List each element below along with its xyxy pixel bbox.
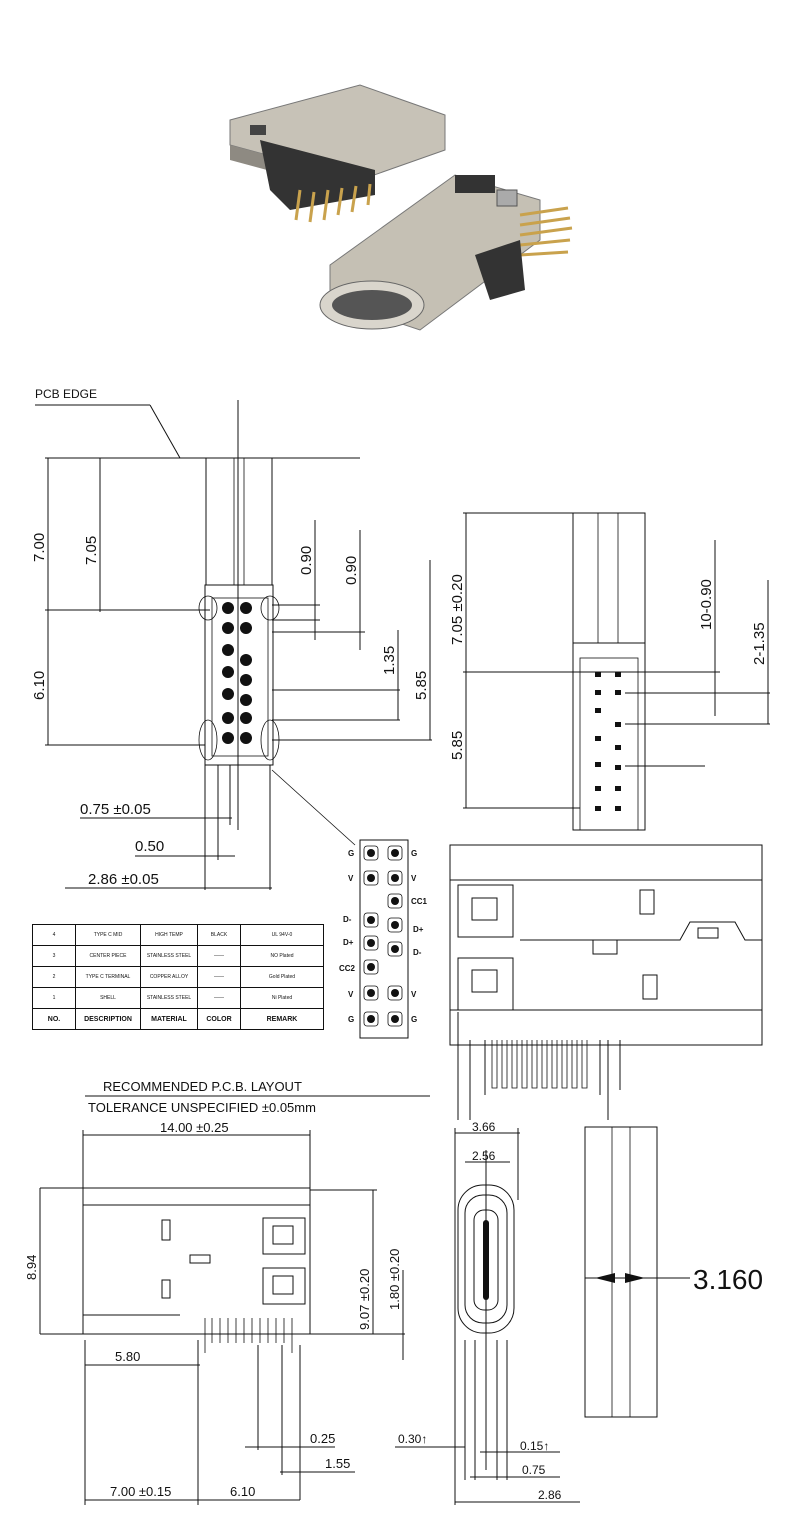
pin-left-label: G <box>348 1015 354 1024</box>
dim-8-94: 8.94 <box>24 1255 39 1280</box>
side-view: 3.160 <box>584 1126 763 1418</box>
pin-right-label: D- <box>413 948 422 957</box>
dim-0-25: 0.25 <box>310 1431 335 1446</box>
dim-0-50: 0.50 <box>135 838 164 855</box>
dim-2-56: 2.56 <box>472 1149 496 1163</box>
table-cell: —— <box>197 945 241 967</box>
pin-left-label: V <box>348 874 354 883</box>
table-cell: —— <box>197 966 241 988</box>
table-cell: 3 <box>32 945 76 967</box>
dim-6-10-pcb: 6.10 <box>230 1484 255 1499</box>
table-cell: UL 94V-0 <box>240 924 324 946</box>
dim-2-86-front: 2.86 <box>538 1488 562 1502</box>
pin-right-label: D+ <box>413 925 424 934</box>
pin-right-label: V <box>411 990 417 999</box>
dim-0-30: 0.30↑ <box>398 1432 427 1446</box>
dim-7-00: 7.00 <box>31 533 48 562</box>
dim-1-80: 1.80 ±0.20 <box>387 1249 402 1310</box>
dim-0-75-front: 0.75 <box>522 1463 546 1477</box>
table-cell: TYPE C MID <box>75 924 141 946</box>
dim-7-05: 7.05 <box>83 536 100 565</box>
table-cell: TYPE C TERMINAL <box>75 966 141 988</box>
dim-2-1-35: 2-1.35 <box>751 622 768 665</box>
dim-9-07: 9.07 ±0.20 <box>357 1269 372 1330</box>
dim-0-90-b: 0.90 <box>343 556 360 585</box>
pin-left-label: V <box>348 990 354 999</box>
front-view: 3.66 2.56 0.30↑ 0.15↑ 0.75 2.86 <box>395 1120 580 1505</box>
table-cell: Ni Plated <box>240 987 324 1009</box>
pin-right-label: V <box>411 874 417 883</box>
table-header: NO. <box>32 1008 76 1030</box>
dim-1-55: 1.55 <box>325 1456 350 1471</box>
table-header-row: NO. DESCRIPTION MATERIAL COLOR REMARK <box>32 1008 324 1030</box>
pin-left-label: CC2 <box>339 964 356 973</box>
table-cell: 1 <box>32 987 76 1009</box>
dim-5-85-right: 5.85 <box>449 731 466 760</box>
dim-3-66: 3.66 <box>472 1120 496 1134</box>
dim-3-160: 3.160 <box>693 1264 763 1295</box>
table-cell: Gold Plated <box>240 966 324 988</box>
table-header: COLOR <box>197 1008 241 1030</box>
dim-2-86: 2.86 ±0.05 <box>88 871 159 888</box>
table-header: DESCRIPTION <box>75 1008 141 1030</box>
bom-table: 4 TYPE C MID HIGH TEMP BLACK UL 94V-0 3 … <box>32 924 324 1030</box>
table-cell: HIGH TEMP <box>140 924 198 946</box>
table-cell: STAINLESS STEEL <box>140 987 198 1009</box>
pin-left-label: D+ <box>343 938 354 947</box>
table-cell: STAINLESS STEEL <box>140 945 198 967</box>
pin-left-label: D- <box>343 915 352 924</box>
pin-right-label: CC1 <box>411 897 428 906</box>
pin-left-label: G <box>348 849 354 858</box>
table-cell: SHELL <box>75 987 141 1009</box>
top-right-view: 7.05 ±0.20 10-0.90 2-1.35 5.85 <box>449 512 770 831</box>
dim-0-90-a: 0.90 <box>298 546 315 575</box>
dim-14-00: 14.00 ±0.25 <box>160 1120 229 1135</box>
pin-right-label: G <box>411 1015 417 1024</box>
top-left-view: PCB EDGE 7.00 7.05 6.10 <box>31 387 432 890</box>
table-cell: BLACK <box>197 924 241 946</box>
connector-photo-illustration <box>229 84 573 331</box>
side-detail-view <box>449 844 763 1120</box>
pinout-diagram: G V D- D+ CC2 V G G V CC1 D+ D- V G <box>339 839 428 1039</box>
dim-0-15: 0.15↑ <box>520 1439 549 1453</box>
table-header: MATERIAL <box>140 1008 198 1030</box>
pcb-edge-label: PCB EDGE <box>35 387 97 401</box>
table-row: 2 TYPE C TERMINAL COPPER ALLOY —— Gold P… <box>32 966 324 988</box>
product-photo <box>0 0 800 360</box>
dim-5-85: 5.85 <box>413 671 430 700</box>
dim-10-0-90: 10-0.90 <box>698 579 715 630</box>
table-row: 1 SHELL STAINLESS STEEL —— Ni Plated <box>32 987 324 1009</box>
dim-0-75: 0.75 ±0.05 <box>80 801 151 818</box>
table-cell: —— <box>197 987 241 1009</box>
pin-dots <box>222 602 252 744</box>
table-header: REMARK <box>240 1008 324 1030</box>
dim-7-05-tol: 7.05 ±0.20 <box>449 574 466 645</box>
pcb-layout-title: RECOMMENDED P.C.B. LAYOUT <box>103 1079 302 1094</box>
tolerance-note: TOLERANCE UNSPECIFIED ±0.05mm <box>88 1100 316 1115</box>
table-cell: CENTER PIECE <box>75 945 141 967</box>
pcb-layout-view: RECOMMENDED P.C.B. LAYOUT TOLERANCE UNSP… <box>24 1079 430 1505</box>
dim-6-10: 6.10 <box>31 671 48 700</box>
dim-5-80: 5.80 <box>115 1349 140 1364</box>
table-cell: NO Plated <box>240 945 324 967</box>
table-cell: 4 <box>32 924 76 946</box>
table-row: 3 CENTER PIECE STAINLESS STEEL —— NO Pla… <box>32 945 324 967</box>
dim-7-00-tol: 7.00 ±0.15 <box>110 1484 171 1499</box>
table-row: 4 TYPE C MID HIGH TEMP BLACK UL 94V-0 <box>32 924 324 946</box>
table-cell: 2 <box>32 966 76 988</box>
table-cell: COPPER ALLOY <box>140 966 198 988</box>
dim-1-35: 1.35 <box>381 646 398 675</box>
pin-right-label: G <box>411 849 417 858</box>
